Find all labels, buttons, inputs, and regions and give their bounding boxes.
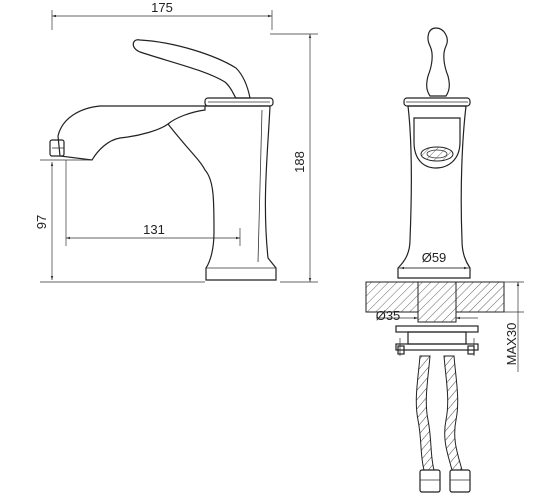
faucet-body [167, 105, 277, 281]
hose-nut-left [419, 469, 441, 493]
supply-hose-right [443, 355, 463, 471]
supply-hose-left [415, 355, 435, 471]
dim-spout-reach: 131 [143, 222, 165, 237]
dim-base-diameter: Ø59 [422, 250, 447, 265]
aerator-mesh [420, 146, 454, 162]
lever-handle [132, 39, 251, 99]
countertop-right [455, 281, 505, 313]
threaded-shank [417, 281, 457, 323]
hose-nut-right [449, 469, 471, 493]
spout [57, 105, 206, 161]
dim-max-thickness: MAX30 [504, 323, 519, 366]
mounting-nut [407, 331, 467, 345]
dim-overall-width: 175 [151, 0, 173, 15]
front-view: Ø59 Ø35 MAX30 [365, 27, 524, 493]
front-faucet-body [397, 105, 471, 279]
dim-shank-diameter: Ø35 [376, 308, 401, 323]
dim-overall-height: 188 [292, 151, 307, 173]
mounting-plate [395, 325, 479, 333]
front-handle-knob [426, 27, 450, 97]
dim-spout-height: 97 [34, 215, 49, 229]
side-view: 175 188 97 131 [34, 0, 318, 283]
